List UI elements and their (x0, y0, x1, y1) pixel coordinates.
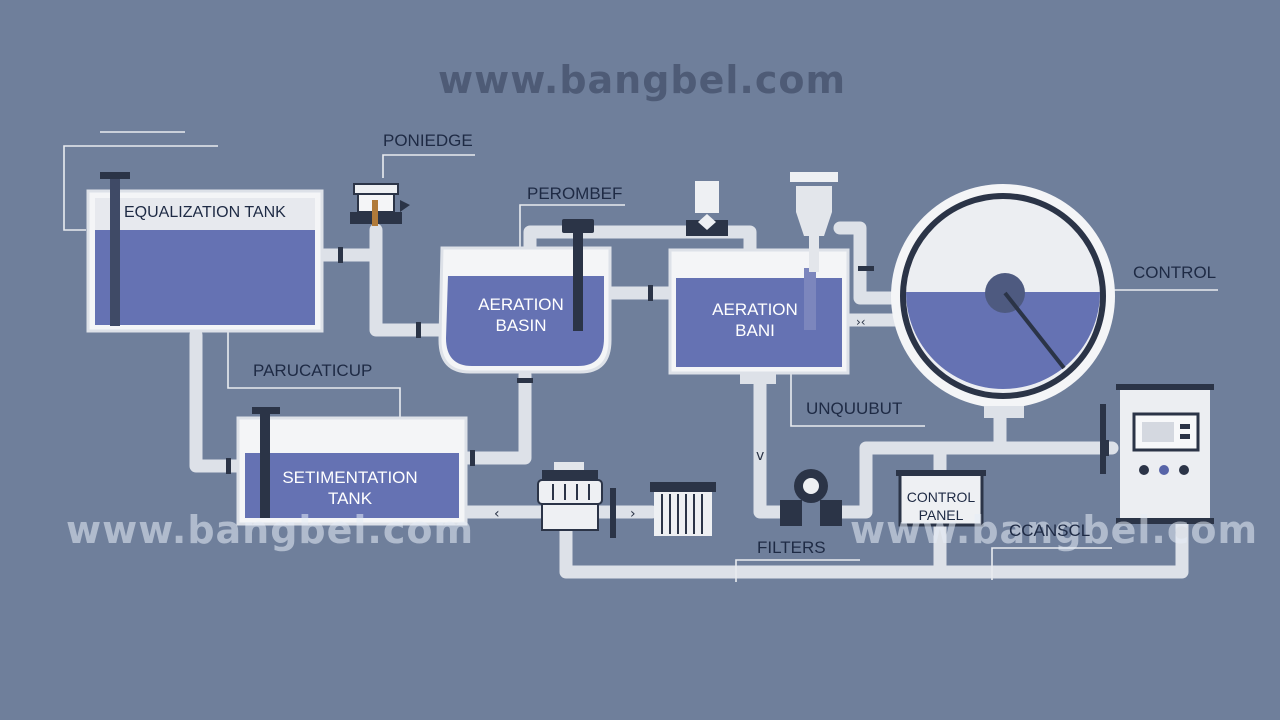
clarifier (891, 184, 1115, 418)
flow-arrows: ‹ › v (494, 448, 764, 522)
transfer-pump (780, 469, 842, 526)
pipe-flanges (226, 247, 1109, 474)
control-panel-label-line1: CONTROL (906, 489, 976, 505)
equalization-tank-label: EQUALIZATION TANK (124, 204, 286, 221)
top-valve (686, 181, 728, 236)
aeration-basin-label-line1: AERATION (478, 295, 564, 314)
poniedge-label: PONIEDGE (383, 131, 473, 150)
control-panel-box (896, 470, 986, 527)
clarifier-inlet-arrows: ›‹ (856, 315, 866, 329)
watermark-top: www.bangbel.com (438, 58, 847, 102)
aeration-basin-label-line2: BASIN (495, 316, 547, 335)
pump (537, 462, 616, 538)
pipe-network (189, 221, 1189, 579)
unquubut-label: UNQUUBUT (806, 399, 903, 418)
aeration-basin (438, 219, 612, 374)
aeration-bani-label-line1: AERATION (712, 300, 798, 319)
svg-text:›‹: ›‹ (856, 315, 866, 329)
aeration-bani-label: AERATION BANI (696, 299, 814, 341)
sedimentation-tank (236, 407, 468, 526)
svg-text:‹: ‹ (494, 506, 500, 522)
control-cabinet (1100, 384, 1214, 524)
control-panel-label: CONTROL PANEL (900, 488, 982, 524)
control-label: CONTROL (1133, 263, 1217, 282)
inline-valve (350, 183, 410, 226)
filter-unit (650, 482, 716, 536)
sedimentation-tank-label: SETIMENTATION TANK (270, 467, 430, 509)
aeration-basin-label: AERATION BASIN (462, 294, 580, 336)
watermark-bottom-right: www.bangbel.com (850, 508, 1259, 552)
perombef-label: PEROMBEF (527, 184, 623, 203)
control-panel-label-line2: PANEL (918, 507, 964, 523)
cartridge-filter (790, 172, 838, 272)
sedimentation-tank-label-line1: SETIMENTATION (282, 468, 418, 487)
ccanscl-label: CCANSCL (1009, 521, 1091, 540)
aeration-bani-label-line2: BANI (735, 321, 775, 340)
parucaticup-label: PARUCATICUP (253, 361, 373, 380)
watermark-bottom-left: www.bangbel.com (66, 508, 475, 552)
sedimentation-tank-label-line2: TANK (327, 489, 373, 508)
aeration-bani-tank (668, 248, 850, 384)
filters-label: FILTERS (757, 538, 826, 557)
svg-text:v: v (756, 448, 764, 464)
equalization-tank (86, 172, 324, 333)
svg-text:›: › (630, 506, 636, 522)
